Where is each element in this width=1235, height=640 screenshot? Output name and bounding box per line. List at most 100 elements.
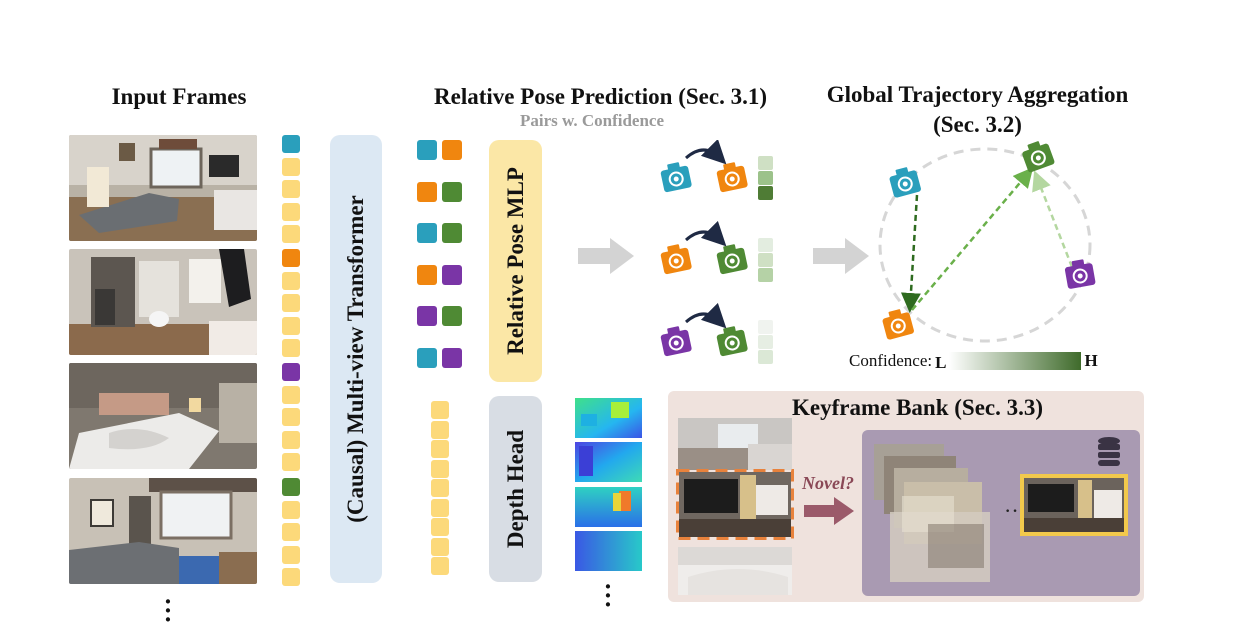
right-arrow-icon-2 [813,238,869,274]
pairs-subtitle: Pairs w. Confidence [520,111,665,130]
confidence-gradient [949,352,1082,370]
keyframe-candidate-image [676,469,794,540]
image-token [282,339,300,357]
depth-token [431,518,449,536]
curved-arrow-icon [685,140,727,165]
image-token [282,316,300,335]
transformer-label: (Causal) Multi-view Transformer [343,195,368,523]
confidence-token [758,253,773,267]
camera-token [282,249,300,267]
camera-icon [716,326,748,357]
pair-token [417,223,437,243]
depth-map-2 [575,442,642,482]
image-token [282,568,300,586]
image-token [282,202,300,221]
input-frame-3 [69,363,257,469]
depth-head-box: Depth Head [489,396,542,582]
depth-map-3 [575,487,642,527]
keyframe-top-image [678,418,792,470]
confidence-legend: Confidence: L H [849,351,1098,372]
confidence-token [758,186,773,200]
database-icon [1098,437,1120,466]
camera-icon [716,162,748,193]
keyframe-ellipsis-icon: ·· [1004,498,1019,523]
camera-icon [882,309,914,340]
depth-token [431,537,449,556]
keyframe-selected-image [1020,474,1128,536]
novel-arrow-icon [804,497,854,525]
camera-icon [660,244,692,275]
relative-pose-title: Relative Pose Prediction (Sec. 3.1) [434,84,767,109]
keyframe-bottom-image [678,547,792,595]
relative-pose-mlp-label: Relative Pose MLP [502,167,528,355]
image-token [282,225,300,243]
pair-token [417,264,437,285]
confidence-token [758,335,773,349]
confidence-token [758,238,773,252]
confidence-token [758,268,773,282]
depth-token [431,459,449,478]
depth-token [431,557,449,575]
depth-token [431,440,449,458]
novel-label: Novel? [802,473,854,493]
relative-pose-mlp-box: Relative Pose MLP [489,140,542,382]
curved-arrow-icon [685,302,727,329]
right-arrow-icon [578,238,634,274]
input-frame-2 [69,249,257,355]
pair-token [442,347,462,368]
camera-icon [660,162,692,193]
image-token [282,523,300,541]
pair-token [417,306,437,326]
confidence-token [758,156,773,170]
depth-map-4 [575,531,642,571]
image-token [282,408,300,426]
pair-token [417,347,437,368]
depth-token [431,420,449,439]
keyframe-store: ·· [862,430,1140,596]
image-token [282,500,300,519]
image-token [282,545,300,564]
frames-ellipsis-icon: ··· [163,587,173,634]
keyframe-bank-title: Keyframe Bank (Sec. 3.3) [792,395,1044,420]
image-token [282,453,300,471]
pair-token [442,306,462,326]
keyframe-bank: Keyframe Bank (Sec. 3.3) Novel? ·· [668,391,1144,602]
confidence-token [758,320,773,334]
image-token [282,157,300,176]
camera-token [282,363,300,381]
image-token [282,180,300,198]
camera-icon [889,167,921,198]
depth-ellipsis-icon: ··· [603,572,613,619]
pair-token [417,181,437,202]
camera-icon [660,326,692,357]
pair-token [417,140,437,160]
global-trajectory-subtitle: (Sec. 3.2) [933,112,1022,137]
depth-map-1 [575,398,642,438]
pair-token [442,223,462,243]
image-token [282,430,300,449]
depth-head-label: Depth Head [502,429,528,549]
image-token [282,294,300,312]
depth-token [431,498,449,517]
confidence-label: Confidence: [849,351,933,370]
image-token [282,385,300,404]
pair-token [442,181,462,202]
global-trajectory-title: Global Trajectory Aggregation [826,82,1129,107]
camera-icon [716,244,748,275]
global-trajectory [878,141,1096,343]
input-frames-title: Input Frames [111,84,247,109]
confidence-token [758,171,773,185]
curved-arrow-icon [685,220,727,247]
input-frame-1 [69,135,257,241]
keyframe-stack [874,444,990,582]
confidence-high: H [1084,351,1098,370]
pair-token [442,264,462,285]
input-frame-4 [69,478,257,584]
confidence-token [758,350,773,364]
camera-token [282,135,300,153]
image-token [282,271,300,290]
camera-icon [1064,259,1096,289]
camera-pairs [660,140,773,364]
depth-token [431,401,449,419]
camera-token [282,478,300,496]
